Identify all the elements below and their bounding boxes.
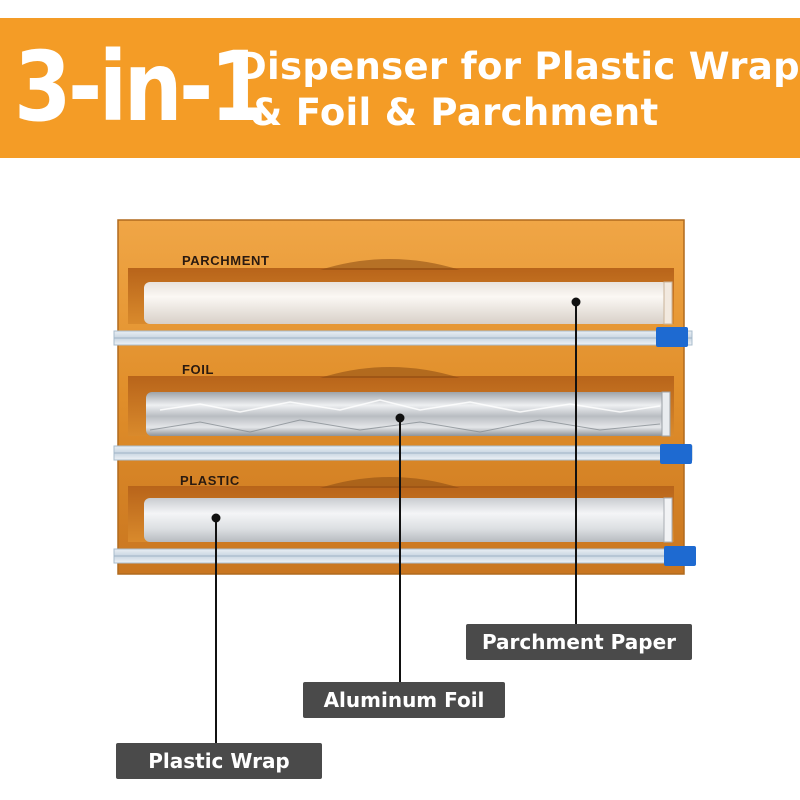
product-title: 3-in-1 — [14, 31, 267, 143]
slot-parchment: PARCHMENT — [128, 253, 674, 325]
cutter-rail-3 — [113, 546, 696, 566]
cutter-rail-1 — [113, 327, 693, 347]
slider-handle — [664, 546, 696, 566]
subtitle-line-2: & Foil & Parchment — [250, 91, 659, 134]
slider-handle — [656, 327, 688, 347]
callout-parchment-paper: Parchment Paper — [466, 624, 692, 660]
slot-label-foil: FOIL — [182, 362, 214, 377]
header-banner: 3-in-1 Dispenser for Plastic Wrap & Foil… — [0, 18, 800, 158]
slot-label-plastic: PLASTIC — [180, 473, 240, 488]
pointer-plastic — [211, 513, 221, 746]
product-subtitle: Dispenser for Plastic Wrap & Foil & Parc… — [236, 44, 800, 136]
cutter-rail-2 — [113, 444, 693, 464]
slider-handle — [660, 444, 692, 464]
subtitle-line-1: Dispenser for Plastic Wrap — [236, 45, 800, 88]
callout-plastic-wrap: Plastic Wrap — [116, 743, 322, 779]
plastic-roll — [144, 498, 668, 542]
foil-roll — [146, 392, 666, 436]
callout-aluminum-foil: Aluminum Foil — [303, 682, 505, 718]
parchment-roll — [144, 282, 668, 324]
pointer-foil — [395, 413, 405, 684]
slot-label-parchment: PARCHMENT — [182, 253, 270, 268]
pointer-parchment — [571, 297, 581, 628]
